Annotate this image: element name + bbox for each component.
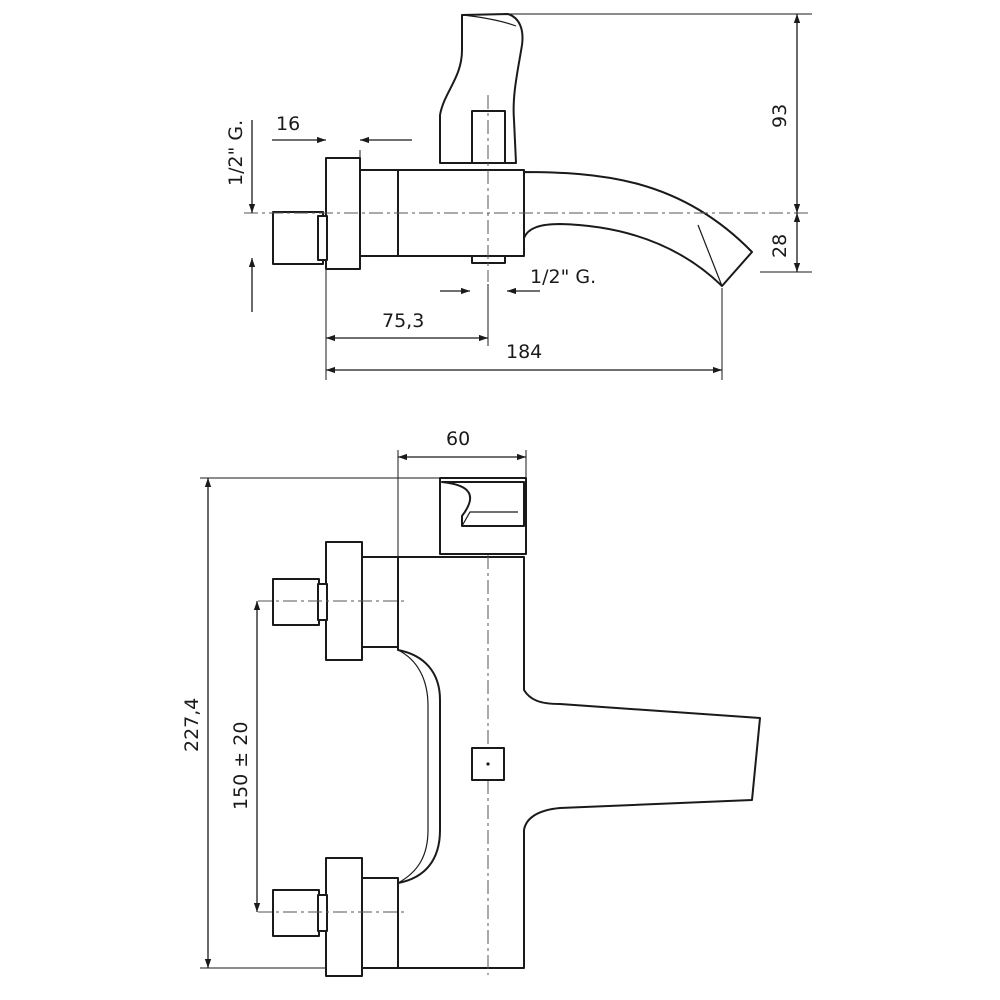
dim-thread-outlet: 1/2" G.: [530, 266, 596, 288]
dim-flange-depth: 16: [276, 113, 300, 135]
dim-handle-height: 93: [769, 104, 791, 128]
dim-overall-height: 227,4: [181, 698, 203, 752]
upper-connector: [272, 578, 320, 626]
upper-connector-ring: [317, 583, 328, 621]
side-view: 16 1/2" G. 93 28 1/2" G. 75,3 184: [225, 13, 812, 380]
dim-axis-distance: 75,3: [382, 310, 424, 332]
dim-connection-spacing: 150 ± 20: [230, 722, 252, 810]
upper-nut: [361, 556, 399, 648]
spout: [519, 171, 753, 287]
dim-overall-length: 184: [506, 341, 542, 363]
lower-connector-ring: [317, 894, 328, 932]
wall-connector-ring: [317, 215, 328, 261]
lever-handle-top: [462, 14, 517, 27]
spout-outlet-edge: [697, 224, 723, 287]
front-view: 60 227,4 150 ± 20: [181, 428, 761, 977]
mixer-body-front: [397, 556, 761, 969]
dim-handle-width: 60: [446, 428, 470, 450]
body-relief: [397, 649, 429, 884]
wall-connector: [272, 211, 324, 265]
lower-connector: [272, 889, 320, 937]
handle-lever-front: [441, 481, 525, 527]
lower-flange: [325, 857, 363, 977]
dim-spout-height: 28: [769, 234, 791, 258]
dim-thread-left: 1/2" G.: [225, 120, 247, 186]
lower-nut: [361, 877, 399, 969]
